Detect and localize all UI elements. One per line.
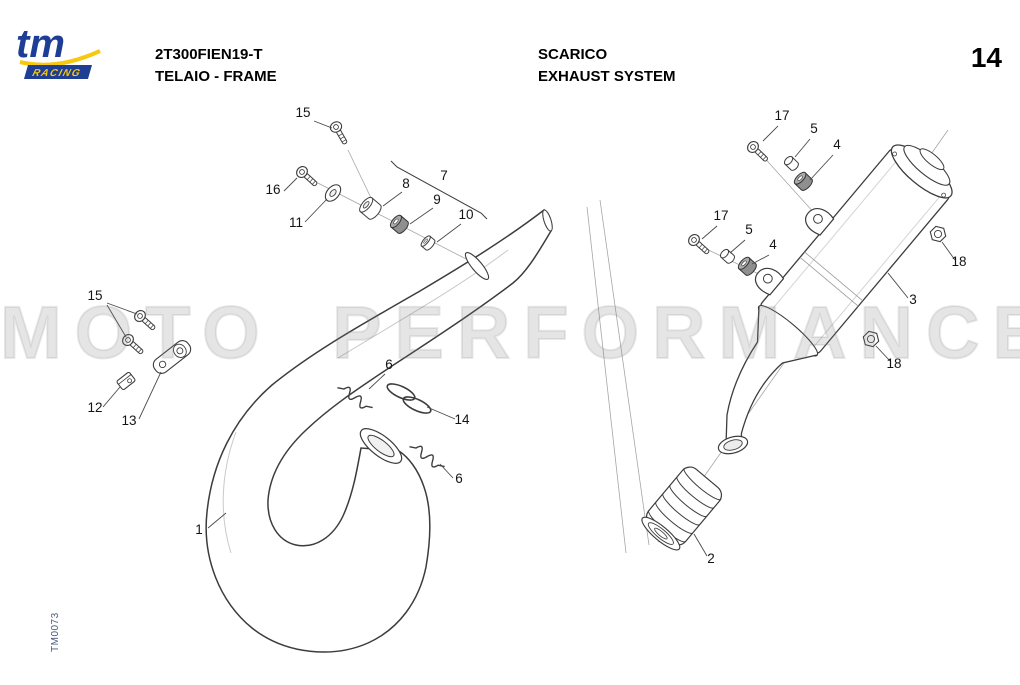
callout-label: 14 — [454, 412, 470, 427]
tm-racing-logo: tm RACING — [16, 24, 101, 79]
inlet-opening — [542, 209, 553, 232]
bolt-15-left-a — [131, 307, 159, 334]
callout-label: 15 — [295, 105, 310, 120]
model-code: 2T300FIEN19-T — [155, 46, 263, 63]
callout-label: 5 — [745, 222, 753, 237]
callout-label: 3 — [909, 292, 917, 307]
bracket-plate-13 — [152, 340, 192, 374]
callout-labels: 15 16 11 8 7 9 10 15 12 13 6 14 6 1 17 5… — [87, 105, 966, 566]
bolt-17-lower — [685, 231, 713, 258]
callout-label: 13 — [121, 413, 136, 428]
page-title-english: EXHAUST SYSTEM — [538, 68, 676, 85]
bracket-7-line — [390, 160, 488, 220]
collar-8 — [356, 194, 384, 222]
callout-label: 6 — [385, 357, 393, 372]
silencer-inlet-opening — [717, 435, 749, 455]
o-ring-14-a — [386, 383, 416, 401]
o-ring-14-b — [402, 396, 432, 414]
callout-label: 11 — [289, 215, 303, 230]
bolt-17-upper — [744, 138, 772, 165]
page-title-italian: SCARICO — [538, 46, 608, 63]
callout-label: 16 — [265, 182, 280, 197]
spacer-10 — [419, 233, 437, 253]
callout-label: 9 — [433, 192, 441, 207]
callout-label: 7 — [440, 168, 448, 183]
callout-leader-lines — [102, 120, 956, 557]
callout-label: 18 — [886, 356, 901, 371]
bolt-16 — [293, 163, 321, 190]
callout-label: 8 — [402, 176, 410, 191]
callout-label: 17 — [713, 208, 728, 223]
clip-12 — [116, 371, 136, 391]
bolt-15-left-b — [119, 331, 147, 358]
pipe-joint — [464, 252, 490, 280]
callout-label: 1 — [195, 522, 203, 537]
logo-text: tm — [16, 24, 65, 66]
callout-label: 18 — [951, 254, 966, 269]
drawing-code: TM0073 — [50, 612, 61, 652]
expansion-chamber-drawing — [205, 208, 553, 653]
logo-sub-text: RACING — [31, 68, 82, 79]
grommet-4-upper — [791, 169, 815, 193]
grommet-9 — [387, 212, 411, 236]
chamber-hardware — [116, 119, 488, 474]
outlet-flange — [359, 428, 403, 464]
callout-label: 10 — [458, 207, 473, 222]
callout-label: 17 — [774, 108, 789, 123]
callout-label: 15 — [87, 288, 102, 303]
spacer-5-upper — [782, 154, 801, 173]
callout-label: 12 — [87, 400, 102, 415]
header: tm RACING 2T300FIEN19-T TELAIO - FRAME S… — [0, 0, 1020, 100]
silencer-drawing — [717, 144, 953, 455]
callout-label: 2 — [707, 551, 715, 566]
callout-label: 4 — [833, 137, 841, 152]
callout-label: 6 — [455, 471, 463, 486]
coupler-sleeve-drawing — [641, 466, 723, 551]
callout-label: 4 — [769, 237, 777, 252]
nut-18-upper — [929, 225, 947, 243]
logo-banner: RACING — [23, 65, 92, 79]
callout-label: 5 — [810, 121, 818, 136]
section-title: TELAIO - FRAME — [155, 68, 277, 85]
nut-18-lower — [862, 330, 880, 348]
bolt-15-top — [327, 119, 352, 147]
page-number: 14 — [970, 42, 1002, 73]
logo-swoosh — [19, 49, 101, 67]
grommet-4-lower — [735, 254, 759, 278]
